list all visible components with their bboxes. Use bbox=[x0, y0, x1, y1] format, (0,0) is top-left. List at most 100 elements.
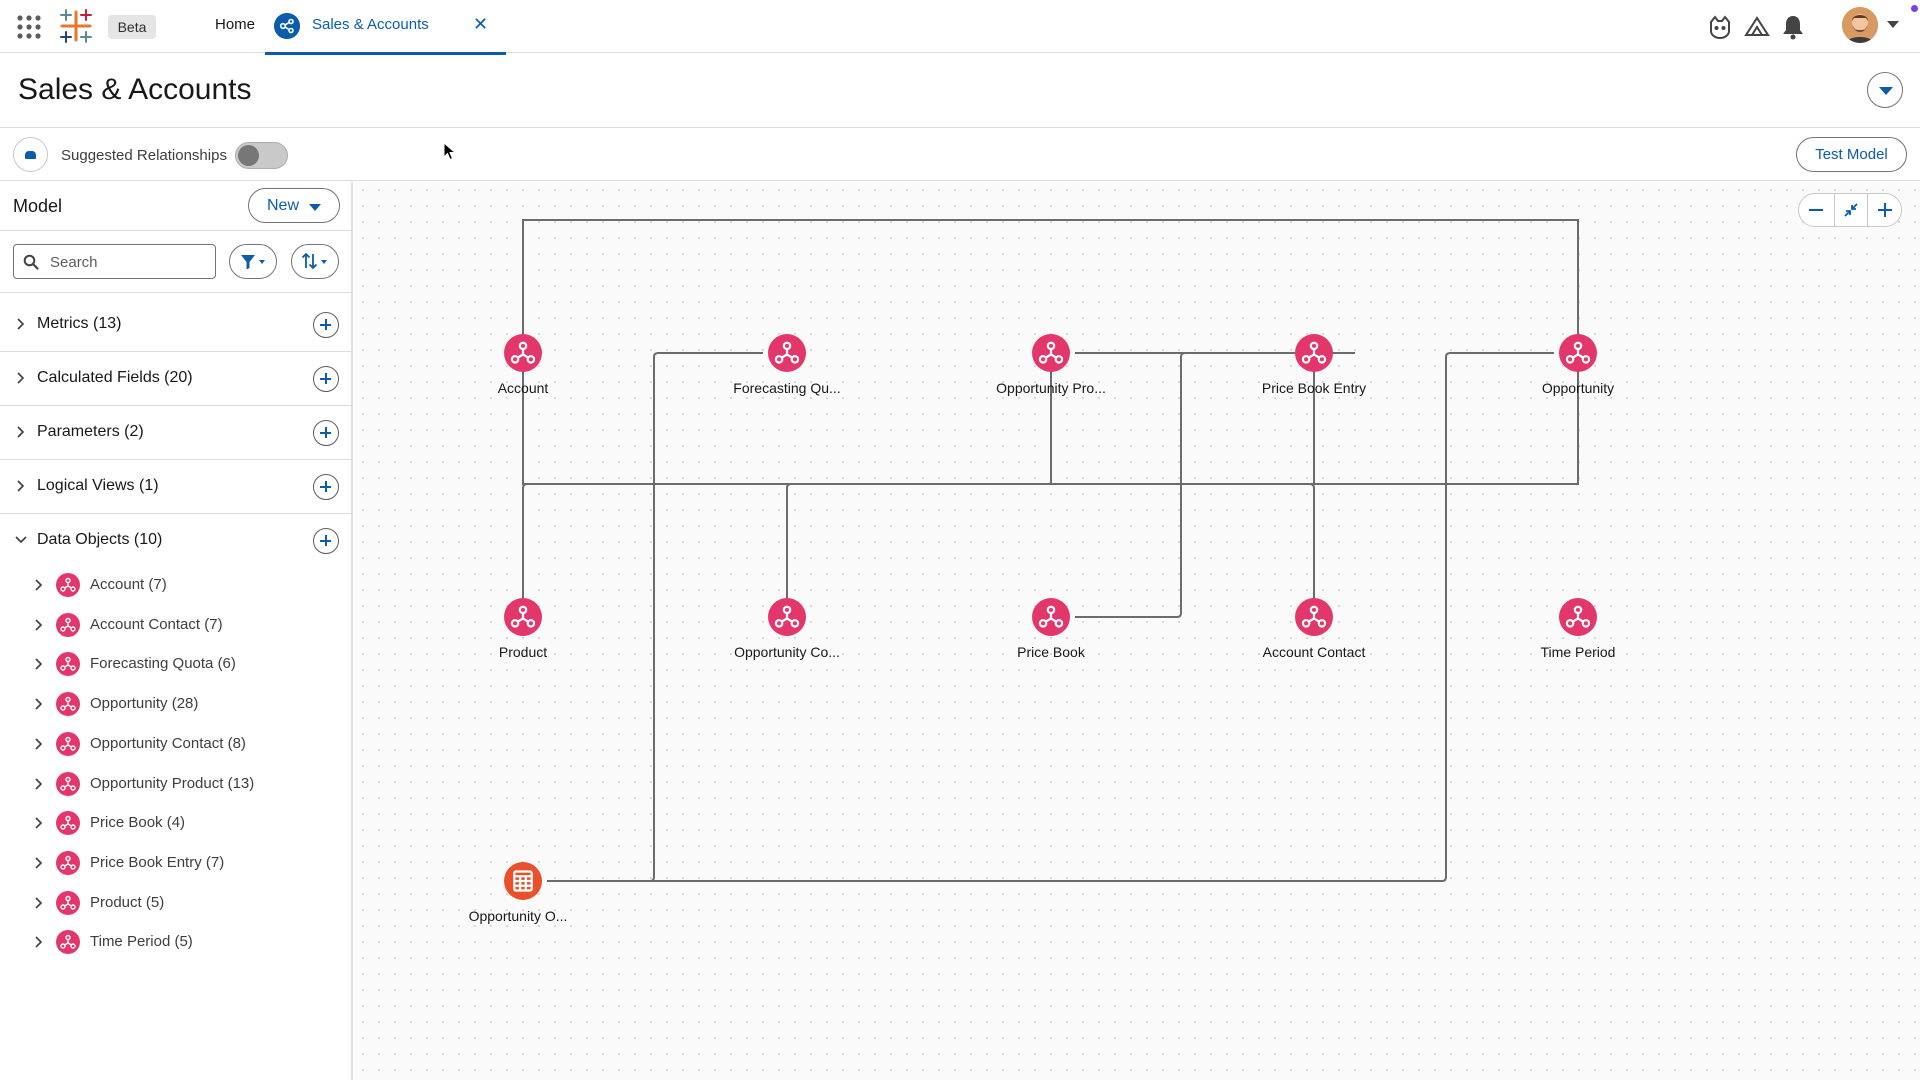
section-label: Calculated Fields (20) bbox=[37, 369, 193, 386]
data-object-label: Account Contact (7) bbox=[90, 615, 223, 633]
avatar[interactable] bbox=[1842, 7, 1878, 43]
chevron-down-icon[interactable] bbox=[15, 533, 27, 547]
zoom-out-button[interactable] bbox=[1799, 194, 1833, 226]
add-icon[interactable] bbox=[313, 474, 339, 500]
data-object-icon bbox=[1295, 598, 1333, 636]
global-header: Beta Home Sales & Accounts ✕ bbox=[0, 0, 1920, 55]
tableau-logo-icon[interactable] bbox=[56, 6, 96, 46]
data-object-icon bbox=[56, 811, 80, 836]
new-button[interactable]: New bbox=[248, 188, 340, 223]
data-object-item[interactable]: Opportunity Product (13) bbox=[0, 764, 351, 804]
cloud-icon[interactable] bbox=[13, 137, 48, 172]
data-object-item[interactable]: Product (5) bbox=[0, 883, 351, 923]
model-node[interactable]: Forecasting Qu... bbox=[733, 334, 841, 396]
agent-icon[interactable] bbox=[1706, 13, 1734, 41]
relationship-edge[interactable] bbox=[1309, 483, 1315, 617]
add-icon[interactable] bbox=[313, 528, 339, 554]
suggested-relationships-label: Suggested Relationships bbox=[61, 147, 227, 164]
model-node[interactable]: Opportunity Pro... bbox=[996, 334, 1106, 396]
relationship-edge[interactable] bbox=[786, 483, 792, 617]
data-object-item[interactable]: Opportunity (28) bbox=[0, 684, 351, 724]
data-object-icon bbox=[1295, 334, 1333, 372]
zoom-in-button[interactable] bbox=[1868, 194, 1902, 226]
relationship-edge[interactable] bbox=[522, 483, 528, 617]
section-logical-views[interactable]: Logical Views (1) bbox=[0, 460, 351, 513]
mouse-cursor-icon bbox=[443, 142, 457, 161]
tab-home[interactable]: Home bbox=[215, 16, 256, 33]
trailhead-icon[interactable] bbox=[1743, 13, 1771, 41]
chevron-right-icon[interactable] bbox=[15, 425, 27, 439]
add-icon[interactable] bbox=[313, 420, 339, 446]
model-node[interactable]: Price Book bbox=[1017, 598, 1086, 660]
search-field[interactable] bbox=[13, 244, 216, 279]
page-actions-dropdown[interactable] bbox=[1867, 72, 1903, 108]
close-icon[interactable]: ✕ bbox=[473, 14, 489, 34]
chevron-right-icon[interactable] bbox=[33, 657, 45, 671]
model-node[interactable]: Opportunity bbox=[1542, 334, 1614, 396]
data-object-icon bbox=[56, 850, 80, 875]
relationship-edge[interactable] bbox=[522, 219, 1579, 353]
model-node[interactable]: Account Contact bbox=[1263, 598, 1366, 660]
section-calculated-fields[interactable]: Calculated Fields (20) bbox=[0, 352, 351, 405]
tab-label: Sales & Accounts bbox=[312, 16, 429, 33]
relationship-graph[interactable]: Account Forecasting Qu... Opportunity Pro.… bbox=[355, 182, 1920, 1080]
chevron-right-icon[interactable] bbox=[15, 317, 27, 331]
sort-button[interactable] bbox=[291, 244, 339, 279]
model-node[interactable]: Opportunity O... bbox=[469, 862, 568, 924]
model-node[interactable]: Time Period bbox=[1541, 598, 1616, 660]
section-parameters[interactable]: Parameters (2) bbox=[0, 406, 351, 459]
data-object-item[interactable]: Price Book (4) bbox=[0, 803, 351, 843]
data-object-item[interactable]: Price Book Entry (7) bbox=[0, 843, 351, 883]
chevron-right-icon[interactable] bbox=[33, 697, 45, 711]
search-input[interactable] bbox=[48, 251, 208, 273]
tab-sales-accounts[interactable]: Sales & Accounts ✕ bbox=[265, 0, 506, 55]
search-icon bbox=[23, 254, 39, 270]
zoom-controls bbox=[1798, 193, 1902, 227]
chevron-right-icon[interactable] bbox=[15, 479, 27, 493]
data-object-icon bbox=[56, 930, 80, 955]
divider bbox=[0, 513, 351, 514]
add-icon[interactable] bbox=[313, 312, 339, 338]
data-object-item[interactable]: Time Period (5) bbox=[0, 922, 351, 962]
model-node[interactable]: Opportunity Co... bbox=[734, 598, 840, 660]
app-launcher-icon[interactable] bbox=[16, 14, 42, 40]
data-object-label: Opportunity Contact (8) bbox=[90, 734, 246, 752]
data-object-item[interactable]: Account Contact (7) bbox=[0, 605, 351, 645]
data-object-item[interactable]: Opportunity Contact (8) bbox=[0, 724, 351, 764]
chevron-right-icon[interactable] bbox=[33, 935, 45, 949]
model-node[interactable]: Product bbox=[499, 598, 547, 660]
relationship-edge[interactable] bbox=[547, 352, 763, 882]
user-menu-chevron-icon[interactable] bbox=[1887, 21, 1899, 28]
fit-view-button[interactable] bbox=[1834, 194, 1868, 226]
data-object-label: Price Book (4) bbox=[90, 814, 186, 832]
chevron-right-icon[interactable] bbox=[33, 578, 45, 592]
section-metrics[interactable]: Metrics (13) bbox=[0, 298, 351, 351]
chevron-right-icon[interactable] bbox=[33, 816, 45, 830]
add-icon[interactable] bbox=[313, 366, 339, 392]
data-object-item[interactable]: Forecasting Quota (6) bbox=[0, 644, 351, 684]
table-icon bbox=[504, 862, 542, 900]
bell-icon[interactable] bbox=[1779, 13, 1807, 41]
chevron-right-icon[interactable] bbox=[33, 856, 45, 870]
data-object-item[interactable]: Account (7) bbox=[0, 565, 351, 605]
chevron-right-icon[interactable] bbox=[33, 896, 45, 910]
model-node[interactable]: Price Book Entry bbox=[1262, 334, 1366, 396]
divider bbox=[0, 292, 351, 293]
data-object-icon bbox=[1559, 598, 1597, 636]
chevron-right-icon[interactable] bbox=[33, 618, 45, 632]
chevron-right-icon[interactable] bbox=[15, 371, 27, 385]
relationship-edge[interactable] bbox=[547, 352, 1554, 882]
node-label: Account bbox=[498, 380, 549, 396]
section-data-objects[interactable]: Data Objects (10) bbox=[0, 514, 351, 567]
model-toolbar: Suggested Relationships Test Model bbox=[0, 128, 1920, 181]
test-model-button[interactable]: Test Model bbox=[1796, 137, 1907, 172]
model-node[interactable]: Account bbox=[498, 334, 549, 396]
chevron-right-icon[interactable] bbox=[33, 737, 45, 751]
chevron-right-icon[interactable] bbox=[33, 777, 45, 791]
relationship-edge[interactable] bbox=[1075, 352, 1186, 618]
model-canvas[interactable]: Account Forecasting Qu... Opportunity Pro.… bbox=[355, 182, 1920, 1080]
node-label: Opportunity O... bbox=[469, 908, 568, 924]
filter-button[interactable] bbox=[229, 244, 277, 279]
suggested-relationships-toggle[interactable] bbox=[235, 142, 288, 169]
node-label: Opportunity bbox=[1542, 380, 1614, 396]
